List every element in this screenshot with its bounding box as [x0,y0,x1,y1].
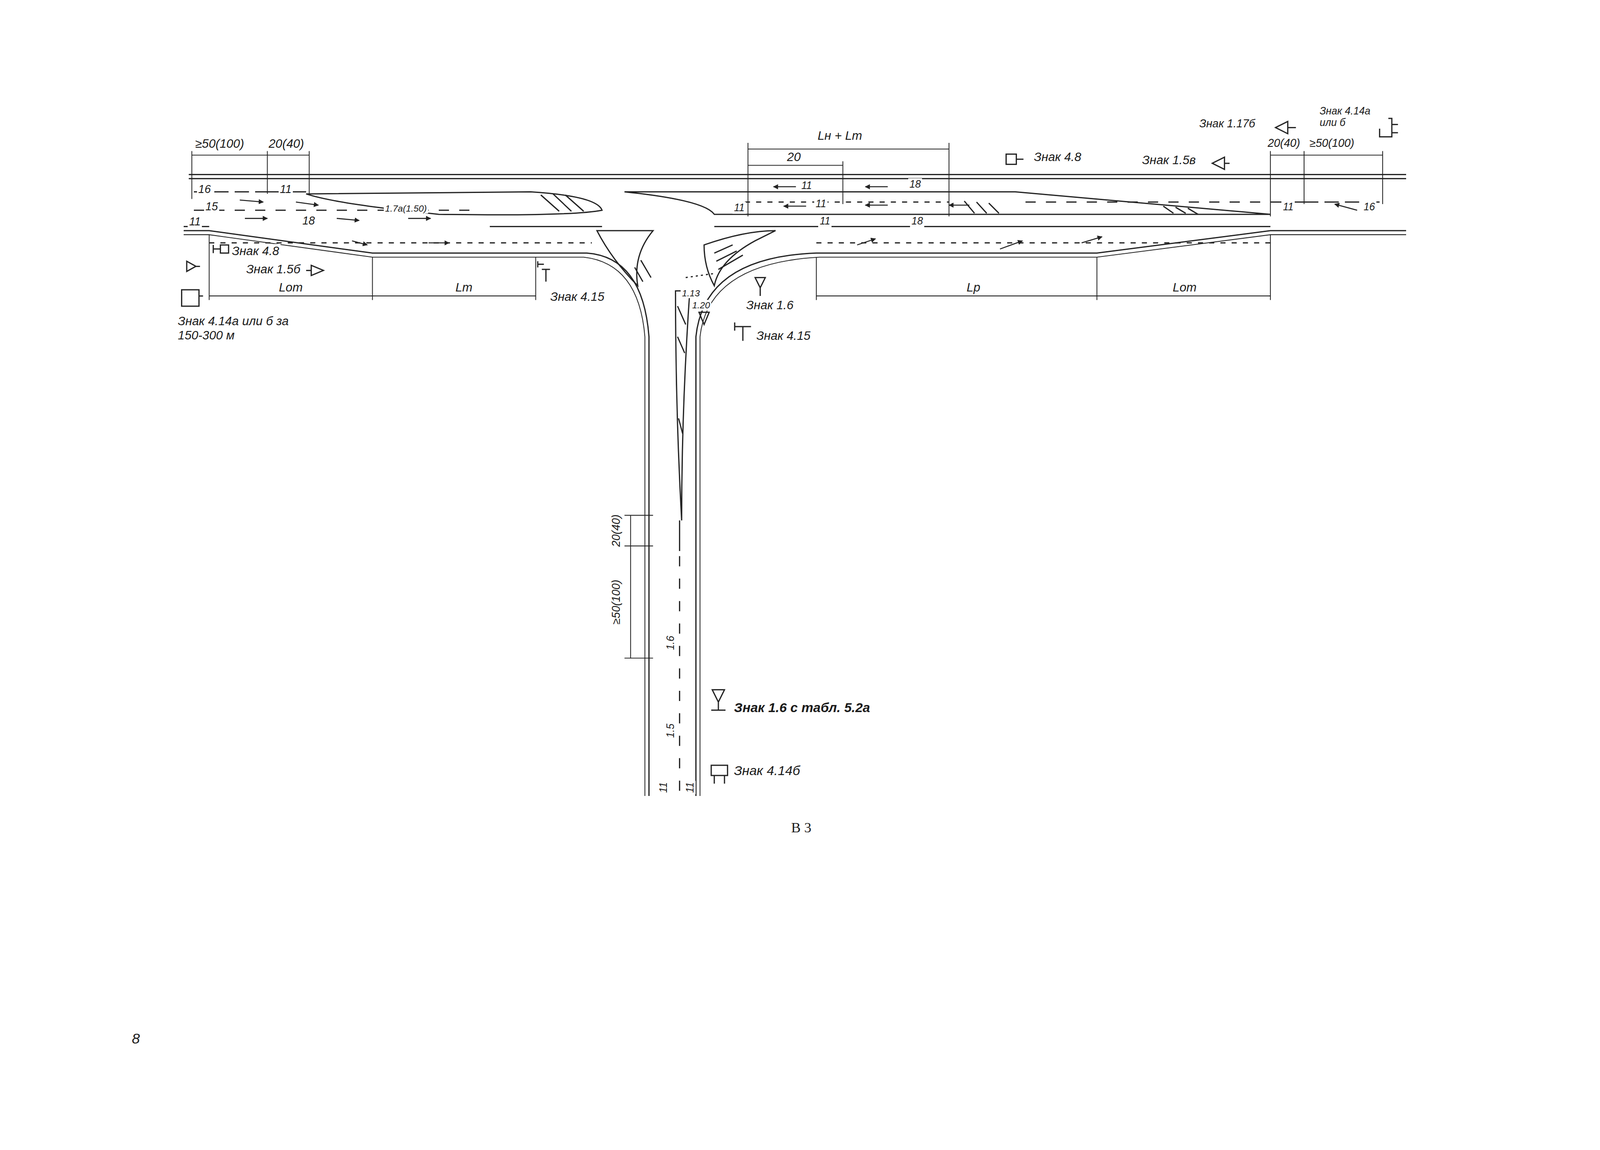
road-label: 20 [785,149,803,165]
road-label: Lн + Lт [816,128,864,143]
figure-caption: В 3 [789,819,813,836]
road-label: ≥50(100) [193,136,246,151]
road-label: 1.20 [690,299,712,311]
road-label: 20(40) [1266,136,1302,150]
road-label: 15 [204,200,220,213]
road-label: Знак 4.14б [732,763,802,779]
road-label: 16 [197,182,213,196]
road-label: Знак 1.6 [744,298,795,313]
road-label: Знак 4.14а или б за 150-300 м [176,314,315,343]
road-label: 11 [1281,200,1295,213]
road-label: Знак 4.14а или б [1318,105,1389,129]
road-label: Знак 4.8 [230,244,281,259]
road-label: ≥50(100) [1308,136,1356,150]
road-label: 18 [300,214,316,228]
road-label: 11 [278,182,293,196]
road-label: 11 [657,780,670,795]
road-label: 8 [130,1030,142,1048]
road-label: Lот [1171,280,1199,295]
road-label: Знак 4.15 [755,328,812,343]
road-label: 11 [800,179,814,192]
road-label: 11 [814,197,828,210]
road-label: Знак 4.8 [1032,149,1083,165]
road-label: 20(40) [267,136,306,151]
road-label: Знак 1.6 с табл. 5.2а [732,700,872,716]
road-label: 1.13 [680,287,702,299]
road-label: 18 [910,215,925,227]
road-label: Знак 1.17б [1198,117,1257,131]
road-label: 18 [908,178,923,190]
road-label: Lр [965,280,982,295]
road-label: Lт [453,280,474,295]
road-label: 11 [683,780,696,795]
road-label: 1.7а(1.50) [383,203,429,214]
road-label: 1.5 [664,722,677,740]
road-label: 11 [732,201,746,214]
road-label: 11 [187,215,202,229]
road-label: 16 [1362,200,1377,213]
road-label: 1.6 [664,634,677,652]
road-label: Знак 4.15 [548,289,606,304]
road-label: 20(40) [609,512,623,548]
road-label: 11 [818,215,832,227]
road-label: Знак 1.5в [1140,153,1198,168]
road-label: ≥50(100) [609,578,623,626]
road-label: Знак 1.5б [244,262,302,277]
road-label: Lот [277,280,305,295]
